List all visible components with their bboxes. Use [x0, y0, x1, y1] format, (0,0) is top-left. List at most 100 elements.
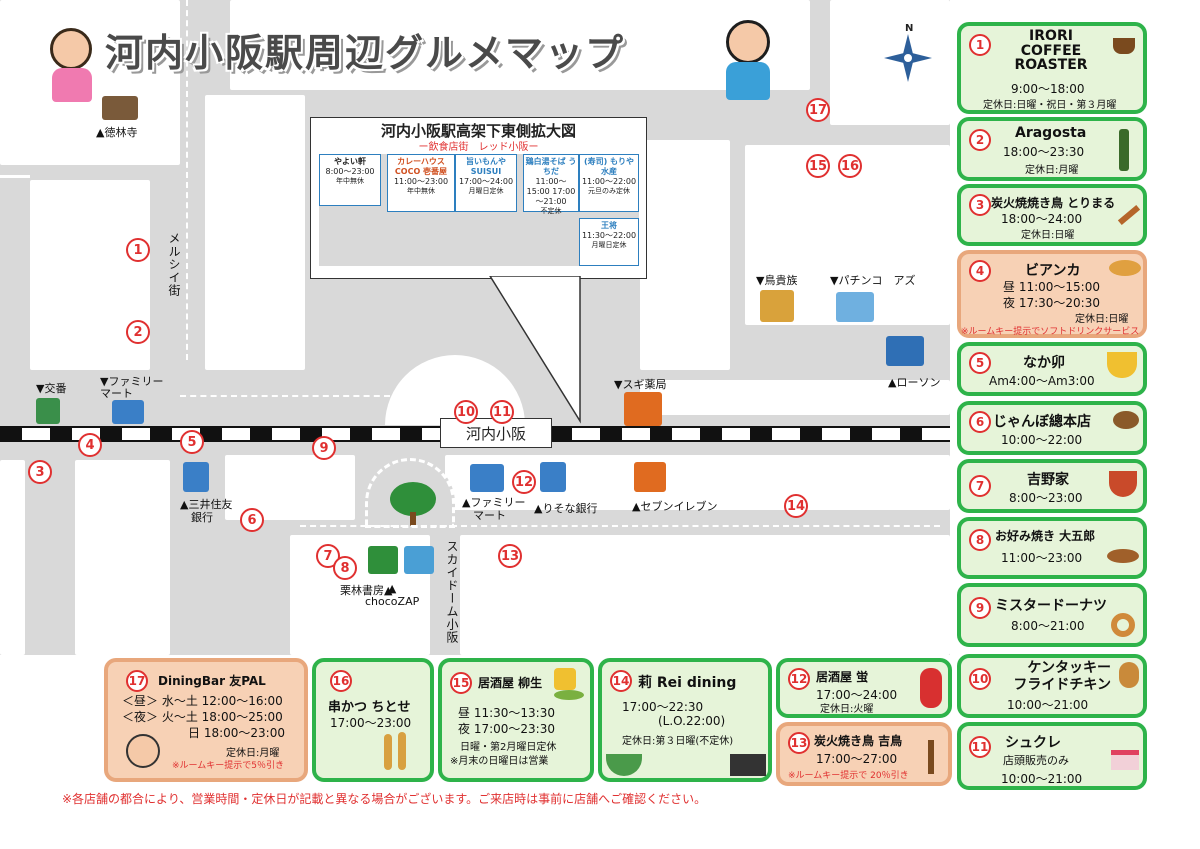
station-sign: 河内小阪 — [440, 418, 552, 448]
inset-shop-suisui[interactable]: 旨いもんや SUISUI 17:00～24:00 月曜日定休 — [455, 154, 517, 212]
inset-shop-osho[interactable]: 王将 11:30～22:00 月曜日定休 — [579, 218, 639, 266]
kushikatsu-icon — [384, 734, 392, 770]
yakitori-icon — [928, 740, 934, 774]
label-mitsui: ▲三井住友 銀行 — [180, 498, 233, 525]
shop-hours: 17:00～27:00 — [816, 752, 898, 766]
block — [460, 535, 950, 655]
inset-shop-note: 月曜日定休 — [591, 241, 627, 249]
shop-hours-dinner: 夜 17:30～20:30 — [1003, 296, 1100, 310]
block — [830, 0, 950, 125]
map-pin-9[interactable]: 9 — [312, 436, 336, 460]
gym-icon — [404, 546, 434, 574]
coffee-cup-icon — [1113, 38, 1135, 54]
shop-number: 8 — [969, 529, 991, 551]
shop-card-5[interactable]: 5 なか卯 Am4:00～Am3:00 — [957, 342, 1147, 396]
shop-card-2[interactable]: 2 Aragosta 18:00～23:30 定休日:月曜 — [957, 117, 1147, 181]
shop-name: シュクレ — [1005, 735, 1061, 751]
inset-shop-coco[interactable]: カレーハウスCOCO 壱番屋 11:00～23:00 年中無休 — [387, 154, 455, 212]
map-pin-16[interactable]: 16 — [838, 154, 862, 178]
map-pin-11[interactable]: 11 — [490, 400, 514, 424]
map-pin-6[interactable]: 6 — [240, 508, 264, 532]
woman-avatar-icon — [50, 28, 92, 70]
temple-icon — [102, 96, 138, 120]
inset-shop-hours: 11:00～23:00 — [393, 177, 449, 186]
block — [640, 140, 730, 370]
shop-number: 1 — [969, 34, 991, 56]
donburi-icon — [1107, 352, 1137, 378]
shop-number: 10 — [969, 668, 991, 690]
inset-shop-note: 不定休 — [540, 207, 562, 215]
shop-card-4[interactable]: 4 ビアンカ 昼 11:00～15:00 夜 17:30～20:30 定休日:日… — [957, 250, 1147, 338]
shop-closed: 定休日:月曜 — [1025, 165, 1079, 176]
shop-hours: 17:00～23:00 — [330, 716, 412, 730]
inset-title: 河内小阪駅高架下東側拡大図 — [380, 122, 576, 140]
shop-hours: 9:00～18:00 — [1011, 82, 1085, 96]
shop-note: ※月末の日曜日は営業 — [450, 756, 549, 767]
shop-card-13[interactable]: 13 炭火焼き鳥 吉鳥 17:00～27:00 ※ルームキー提示で 20％引き — [776, 722, 952, 786]
shop-card-14[interactable]: 14 莉 Rei dining 17:00～22:30 (L.O.22:00) … — [598, 658, 772, 782]
shop-card-3[interactable]: 3 炭火焼焼き鳥 とりまる 18:00～24:00 定休日:日曜 — [957, 184, 1147, 246]
shop-card-8[interactable]: 8 お好み焼き 大五郎 11:00～23:00 — [957, 517, 1147, 579]
inset-shop-note: 元旦のみ定休 — [588, 187, 630, 195]
map-pin-1[interactable]: 1 — [126, 238, 150, 262]
inset-shop-moriya[interactable]: (寿司) もりや水産 11:00～22:00 元旦のみ定休 — [579, 154, 639, 212]
inset-shop-hours: 11:00～22:00 — [581, 177, 637, 186]
shop-card-16[interactable]: 16 串かつ ちとせ 17:00～23:00 — [312, 658, 434, 782]
street-map: 河内小阪 ▲徳林寺 ▼交番 ▼ファミリー マート ▼鳥貴族 ▼パチンコ アズ ▲… — [0, 0, 950, 655]
shop-card-11[interactable]: 11 シュクレ 店頭販売のみ 10:00～21:00 — [957, 722, 1147, 790]
footer-note: ※各店舗の都合により、営業時間・定休日が記載と異なる場合がございます。ご来店時は… — [62, 792, 707, 806]
map-pin-4[interactable]: 4 — [78, 433, 102, 457]
shop-name: 串かつ ちとせ — [328, 700, 411, 715]
beer-icon — [554, 668, 576, 690]
label-seven: ▲セブンイレブン — [632, 500, 718, 513]
map-pin-15[interactable]: 15 — [806, 154, 830, 178]
block — [230, 0, 810, 90]
shop-closed: 定休日:火曜 — [820, 704, 874, 715]
shop-hours: 17:00～22:30 — [622, 700, 704, 714]
lawson-icon — [886, 336, 924, 366]
inset-subtitle: ー飲食店街 レッド小阪ー — [418, 142, 539, 153]
shop-number: 5 — [969, 352, 991, 374]
map-pin-14[interactable]: 14 — [784, 494, 808, 518]
shop-number: 16 — [330, 670, 352, 692]
shop-number: 3 — [969, 194, 991, 216]
lantern-icon — [920, 668, 942, 708]
familymart-icon — [112, 400, 144, 424]
shop-card-17[interactable]: 17 DiningBar 友PAL ＜昼＞ 水～土 12:00～16:00 ＜夜… — [104, 658, 308, 782]
shop-card-15[interactable]: 15 居酒屋 柳生 昼 11:30～13:30 夜 17:00～23:30 日曜… — [438, 658, 594, 782]
shop-hours: 18:00～24:00 — [1001, 212, 1083, 226]
inset-shop-note: 年中無休 — [407, 187, 435, 195]
wine-bottle-icon — [1119, 129, 1129, 171]
shop-name: お好み焼き 大五郎 — [995, 529, 1096, 543]
shop-hours: Am4:00～Am3:00 — [989, 374, 1095, 388]
map-pin-3[interactable]: 3 — [28, 460, 52, 484]
shop-card-10[interactable]: 10 ケンタッキー フライドチキン 10:00～21:00 — [957, 654, 1147, 718]
staff-avatar-icon — [126, 734, 160, 768]
shop-hours: 18:00～23:30 — [1003, 145, 1085, 159]
police-box-icon — [36, 398, 60, 424]
inset-shop-uchida[interactable]: 鶏白湯そば うちだ 11:00～15:00 17:00～21:00 不定休 — [523, 154, 579, 215]
inset-shop-name: 王将 — [601, 221, 617, 230]
map-pin-8[interactable]: 8 — [333, 556, 357, 580]
shop-card-12[interactable]: 12 居酒屋 蛍 17:00～24:00 定休日:火曜 — [776, 658, 952, 718]
shop-hours: 8:00～23:00 — [1009, 491, 1083, 505]
shop-card-6[interactable]: 6 じゃんぼ總本店 10:00～22:00 — [957, 401, 1147, 455]
map-pin-2[interactable]: 2 — [126, 320, 150, 344]
shop-card-7[interactable]: 7 吉野家 8:00～23:00 — [957, 459, 1147, 513]
inset-shop-name: (寿司) もりや水産 — [583, 157, 635, 176]
shop-card-1[interactable]: 1 IRORI COFFEE ROASTER 9:00～18:00 定休日:日曜… — [957, 22, 1147, 114]
compass-n: N — [905, 23, 913, 34]
shop-hours: 10:00～21:00 — [1007, 698, 1089, 712]
shop-closed: 定休日:日曜 — [1075, 314, 1129, 325]
label-choco: ▲ chocoZAP — [365, 582, 420, 609]
map-pin-5[interactable]: 5 — [180, 430, 204, 454]
map-pin-13[interactable]: 13 — [498, 544, 522, 568]
inset-shop-yayoiken[interactable]: やよい軒 8:00～23:00 年中無休 — [319, 154, 381, 206]
map-pin-12[interactable]: 12 — [512, 470, 536, 494]
fried-chicken-icon — [1119, 662, 1139, 688]
shop-card-9[interactable]: 9 ミスタードーナツ 8:00～21:00 — [957, 583, 1147, 647]
map-pin-10[interactable]: 10 — [454, 400, 478, 424]
cake-icon — [1111, 750, 1139, 770]
man-avatar-icon — [726, 20, 770, 64]
map-pin-17[interactable]: 17 — [806, 98, 830, 122]
